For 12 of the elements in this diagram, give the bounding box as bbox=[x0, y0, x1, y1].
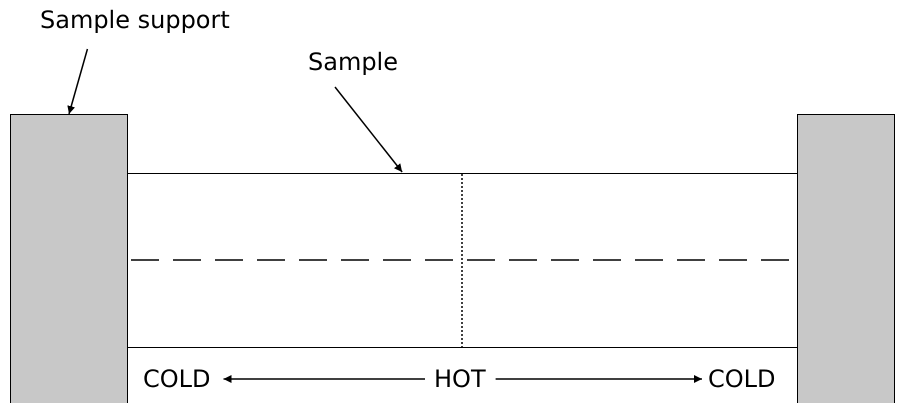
support-block bbox=[10, 114, 128, 403]
leader-line bbox=[67, 48, 88, 114]
part-label: Sample bbox=[308, 47, 398, 77]
temperature-label: COLD bbox=[143, 364, 210, 394]
support-block bbox=[797, 114, 895, 403]
temperature-label: HOT bbox=[434, 364, 486, 394]
arrow bbox=[496, 375, 702, 383]
arrow bbox=[224, 375, 425, 383]
sample-bar bbox=[127, 173, 798, 348]
leader-line bbox=[334, 86, 403, 172]
part-label: Sample support bbox=[40, 5, 230, 35]
temperature-label: COLD bbox=[708, 364, 776, 394]
